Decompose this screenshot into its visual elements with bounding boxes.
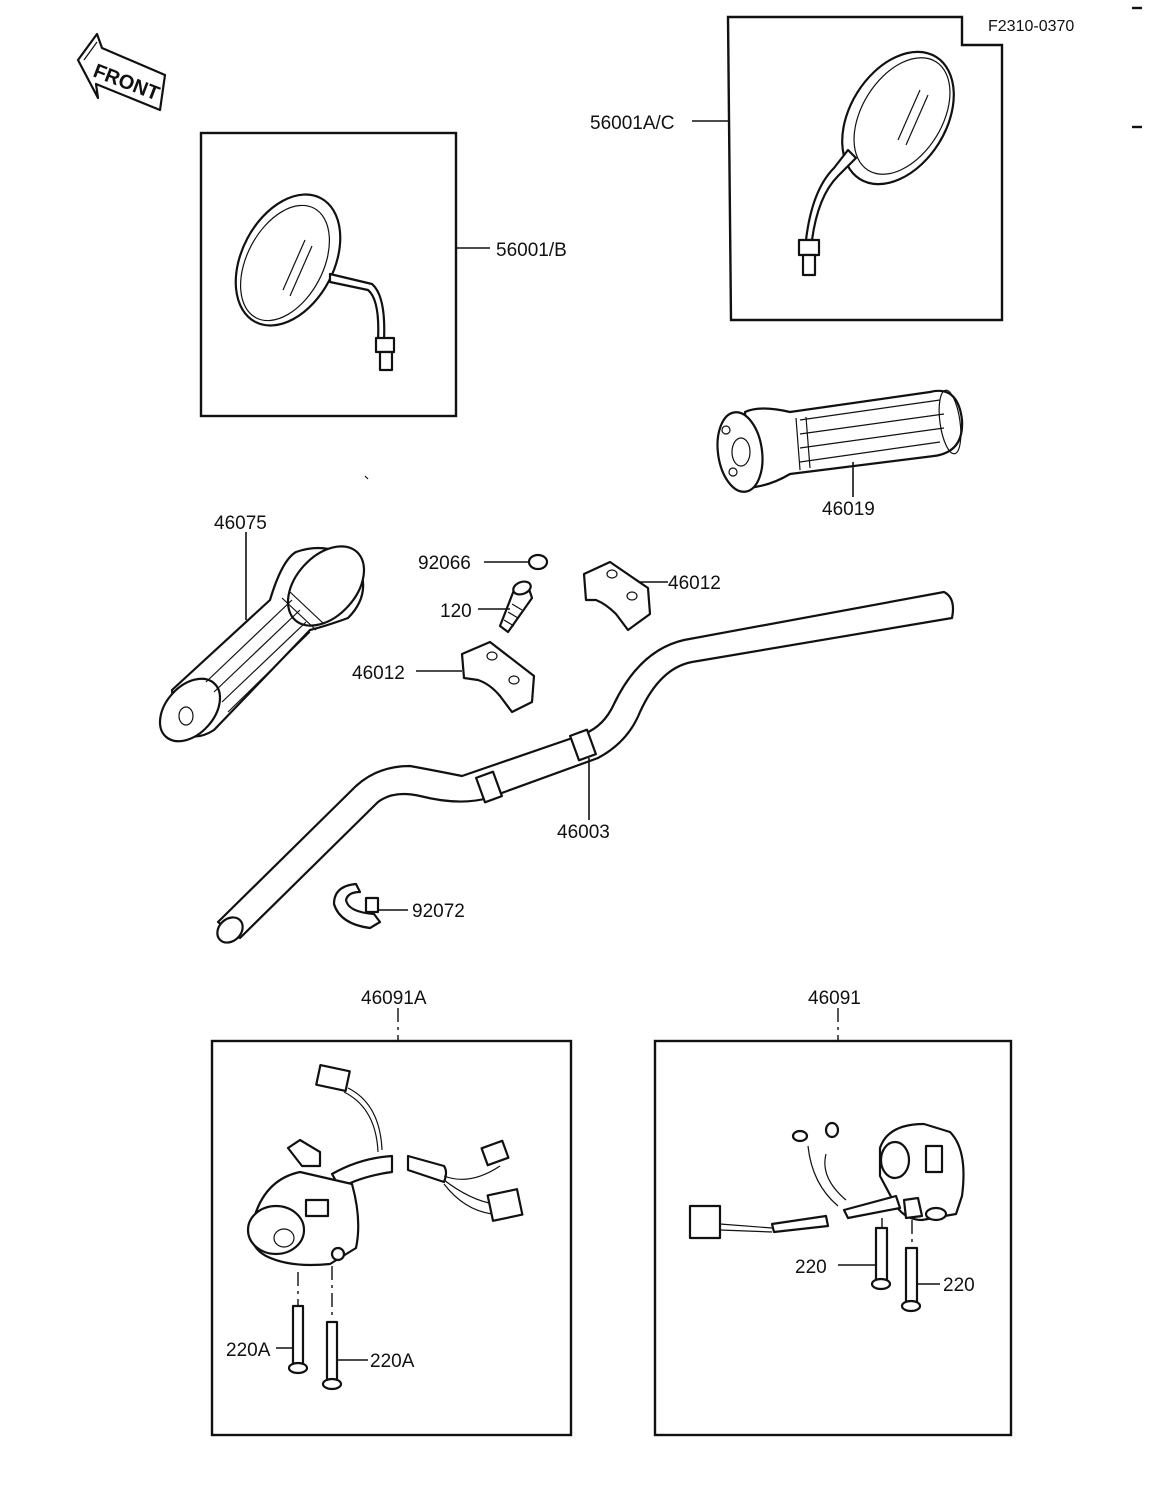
switch-right-box bbox=[653, 1039, 1013, 1437]
handlebar-group: 46003 bbox=[216, 590, 955, 944]
switch-left-box bbox=[210, 1039, 573, 1437]
switch-right-icon bbox=[688, 1121, 965, 1240]
label-holder-lower: 46012 bbox=[352, 663, 405, 684]
label-screw-left-a: 220A bbox=[226, 1340, 271, 1361]
holder-upper-icon bbox=[582, 560, 652, 632]
label-mirror-right: 56001A/C bbox=[590, 113, 675, 134]
mirror-right-box bbox=[726, 15, 1004, 322]
mirror-left-icon bbox=[234, 193, 396, 372]
mirror-right-group: 56001A/C bbox=[590, 15, 1004, 322]
screw-icon bbox=[321, 1320, 343, 1391]
switch-left-group: 46091A 220A bbox=[210, 988, 573, 1437]
bolt-icon bbox=[498, 580, 534, 634]
label-bolt: 120 bbox=[440, 601, 472, 622]
grip-left-group: 46075 bbox=[158, 513, 366, 743]
screw-icon bbox=[870, 1226, 892, 1291]
holder-lower-group: 46012 bbox=[352, 640, 536, 714]
stray-mark bbox=[364, 475, 369, 480]
grip-right-group: 46019 bbox=[716, 389, 964, 520]
label-switch-left: 46091A bbox=[361, 988, 427, 1009]
label-handlebar: 46003 bbox=[557, 822, 610, 843]
drawing-code: F2310-0370 bbox=[988, 18, 1074, 35]
mirror-left-box bbox=[199, 131, 458, 418]
label-grip-left: 46075 bbox=[214, 513, 267, 534]
label-mirror-left: 56001/B bbox=[496, 240, 567, 261]
label-grip-right: 46019 bbox=[822, 499, 875, 520]
label-screw-right-a: 220 bbox=[795, 1257, 827, 1278]
switch-left-icon bbox=[246, 1063, 524, 1267]
label-switch-right: 46091 bbox=[808, 988, 861, 1009]
label-washer: 92066 bbox=[418, 553, 471, 574]
mirror-right-icon bbox=[797, 50, 955, 277]
front-arrow-icon: FRONT bbox=[76, 32, 167, 112]
label-clamp: 92072 bbox=[412, 901, 465, 922]
screw-icon bbox=[900, 1246, 922, 1313]
washer-group: 92066 bbox=[418, 553, 549, 574]
switch-right-group: 46091 220 220 bbox=[653, 988, 1013, 1437]
label-screw-left-b: 220A bbox=[370, 1351, 415, 1372]
screw-icon bbox=[287, 1304, 309, 1375]
label-screw-right-b: 220 bbox=[943, 1275, 975, 1296]
mirror-left-group: 56001/B bbox=[199, 131, 567, 418]
grip-right-icon bbox=[716, 389, 964, 493]
washer-icon bbox=[527, 553, 549, 571]
holder-lower-icon bbox=[460, 640, 536, 714]
grip-left-icon bbox=[158, 545, 366, 743]
clamp-icon bbox=[332, 882, 382, 930]
holder-upper-group: 46012 bbox=[582, 560, 721, 632]
bolt-group: 120 bbox=[440, 580, 534, 634]
clamp-group: 92072 bbox=[332, 882, 465, 930]
handlebar-icon bbox=[216, 590, 955, 944]
label-holder-upper: 46012 bbox=[668, 573, 721, 594]
